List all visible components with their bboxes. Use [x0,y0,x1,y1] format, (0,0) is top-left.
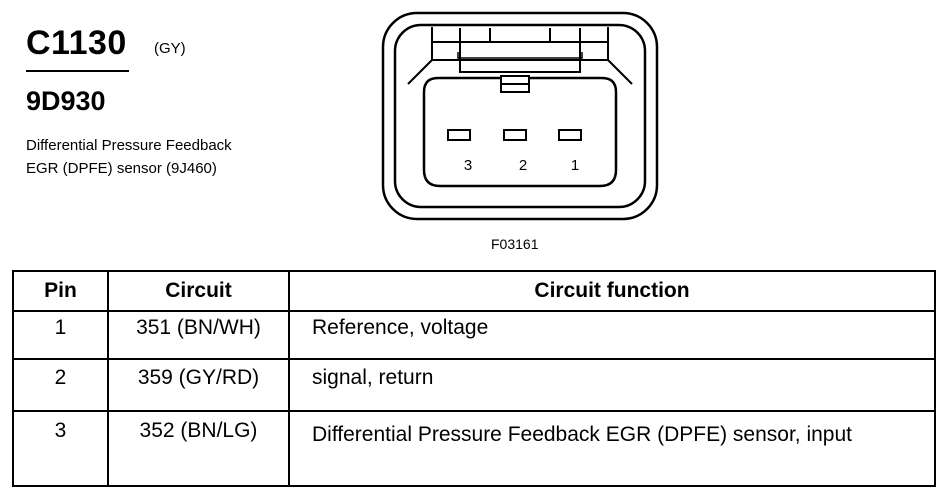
pin-label-1: 1 [571,157,579,174]
connector-inner-shell [393,23,647,209]
pinout-table: Pin Circuit Circuit function 1 351 (BN/W… [12,270,936,487]
pin-label-2: 2 [519,157,527,174]
header-circuit-function: Circuit function [288,270,936,312]
connector-color-code: (GY) [154,40,186,57]
header-circuit: Circuit [107,270,290,312]
outer-key-right [607,59,633,85]
connector-face-diagram: 3 2 1 [381,11,659,221]
pin-cavity [422,76,618,188]
table-header-row: Pin Circuit Circuit function [12,270,936,312]
table-row: 1 351 (BN/WH) Reference, voltage [12,310,936,360]
cell-pin: 3 [12,410,109,487]
connector-id: C1130 [26,24,127,62]
pin-terminal-3 [447,129,471,141]
cell-circuit-function: Reference, voltage [288,310,936,360]
cell-pin: 1 [12,310,109,360]
figure-id: F03161 [491,236,539,252]
cell-circuit-function: signal, return [288,358,936,412]
cell-circuit-function: Differential Pressure Feedback EGR (DPFE… [288,410,936,487]
pin-label-3: 3 [464,157,472,174]
cell-circuit: 351 (BN/WH) [107,310,290,360]
connector-id-underline [26,70,129,72]
table-row: 3 352 (BN/LG) Differential Pressure Feed… [12,410,936,487]
description-line-1: Differential Pressure Feedback [26,137,232,154]
description-line-2: EGR (DPFE) sensor (9J460) [26,160,217,177]
part-number: 9D930 [26,86,106,116]
cell-pin: 2 [12,358,109,412]
outer-key-left [407,59,433,85]
cell-circuit: 359 (GY/RD) [107,358,290,412]
connector-outer-shell [381,11,659,221]
cell-circuit: 352 (BN/LG) [107,410,290,487]
locking-tab [431,27,609,73]
header-pin: Pin [12,270,109,312]
pin-terminal-1 [558,129,582,141]
pin-terminal-2 [503,129,527,141]
table-row: 2 359 (GY/RD) signal, return [12,358,936,412]
